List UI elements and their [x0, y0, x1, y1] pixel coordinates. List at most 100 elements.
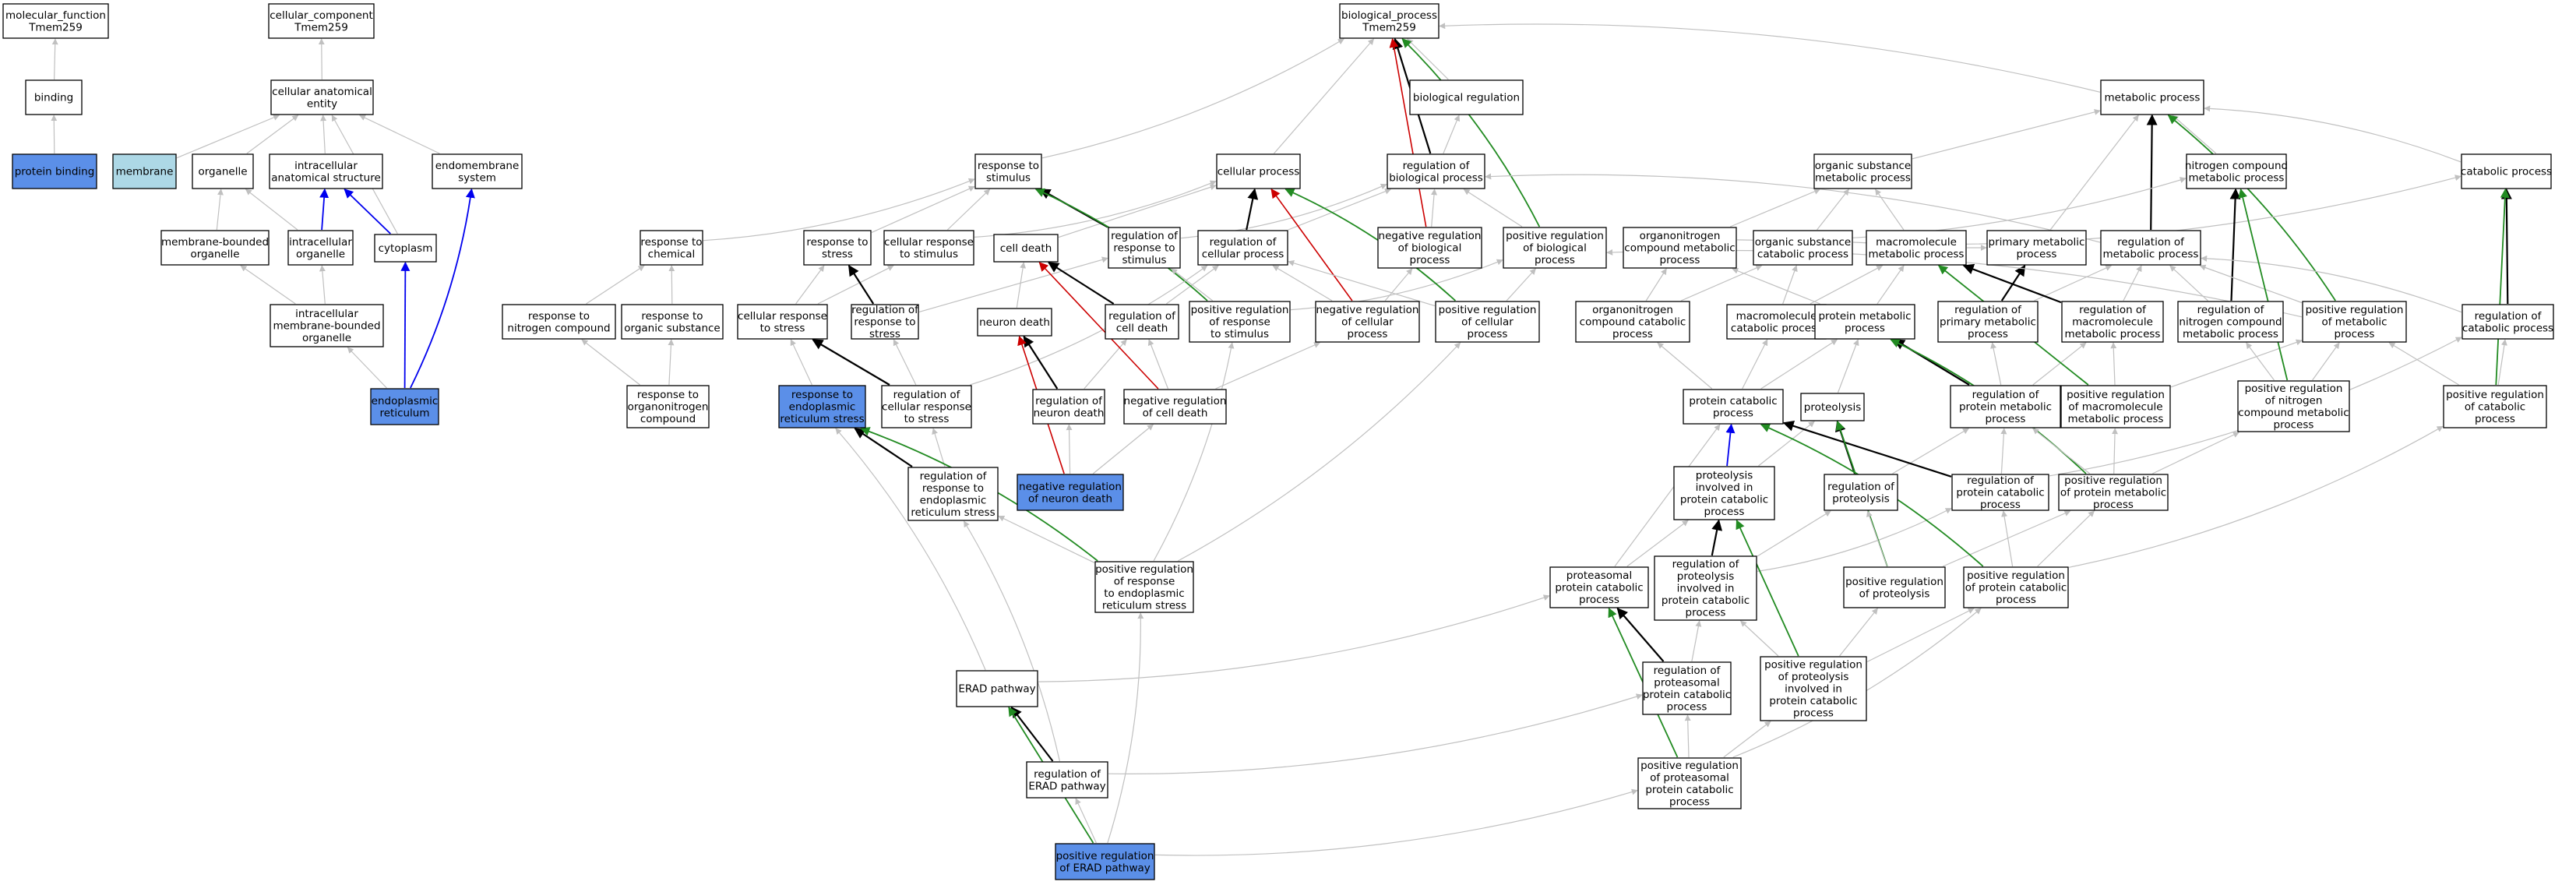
node-box[interactable]: [2302, 301, 2407, 343]
node-box[interactable]: [1814, 304, 1915, 340]
go-term-node-protein-binding[interactable]: protein binding: [12, 153, 97, 189]
node-box[interactable]: [432, 153, 523, 189]
node-box[interactable]: [1017, 474, 1124, 511]
node-box[interactable]: [1094, 561, 1194, 613]
node-box[interactable]: [1435, 301, 1540, 343]
node-box[interactable]: [977, 308, 1052, 337]
node-box[interactable]: [778, 385, 866, 428]
node-box[interactable]: [1549, 566, 1649, 608]
node-box[interactable]: [1387, 153, 1485, 189]
node-box[interactable]: [907, 467, 999, 521]
node-box[interactable]: [626, 385, 710, 428]
go-term-node-catabolic[interactable]: catabolic process: [2461, 153, 2552, 189]
node-box[interactable]: [1055, 843, 1155, 880]
node-box[interactable]: [1409, 79, 1524, 115]
node-box[interactable]: [1377, 227, 1482, 269]
node-box[interactable]: [2100, 230, 2201, 266]
node-box[interactable]: [112, 153, 177, 189]
node-box[interactable]: [1937, 301, 2039, 343]
node-box[interactable]: [1189, 301, 1291, 343]
node-box[interactable]: [1726, 304, 1827, 340]
go-term-node-metabolic[interactable]: metabolic process: [2100, 79, 2204, 115]
node-box[interactable]: [12, 153, 97, 189]
node-box[interactable]: [192, 153, 254, 189]
node-box[interactable]: [621, 304, 724, 340]
node-box[interactable]: [993, 234, 1059, 263]
node-box[interactable]: [2443, 385, 2547, 428]
node-box[interactable]: [1753, 230, 1853, 266]
node-box[interactable]: [1683, 389, 1784, 425]
node-box[interactable]: [2177, 301, 2284, 343]
node-box[interactable]: [1800, 393, 1865, 421]
node-box[interactable]: [956, 670, 1038, 707]
go-term-node-erad[interactable]: ERAD pathway: [956, 670, 1038, 707]
node-box[interactable]: [1026, 761, 1108, 799]
node-box[interactable]: [1216, 153, 1301, 189]
go-term-node-cytoplasm[interactable]: cytoplasm: [374, 234, 437, 263]
node-box[interactable]: [1813, 153, 1912, 189]
node-box[interactable]: [1108, 227, 1181, 269]
node-box[interactable]: [1197, 230, 1288, 266]
node-box[interactable]: [2461, 304, 2554, 340]
node-box[interactable]: [974, 153, 1042, 189]
node-box[interactable]: [268, 3, 375, 39]
node-box[interactable]: [270, 79, 374, 115]
node-box[interactable]: [1760, 656, 1867, 721]
node-box[interactable]: [1951, 474, 2049, 511]
node-box[interactable]: [1673, 466, 1775, 520]
node-box[interactable]: [1575, 301, 1690, 343]
node-box[interactable]: [2, 3, 109, 39]
node-box[interactable]: [370, 388, 439, 425]
node-box[interactable]: [1503, 227, 1607, 269]
node-box[interactable]: [737, 304, 828, 340]
node-box[interactable]: [1105, 304, 1179, 340]
go-term-node-membrane[interactable]: membrane: [112, 153, 177, 189]
node-box[interactable]: [883, 230, 974, 266]
node-box[interactable]: [2186, 153, 2287, 189]
node-box[interactable]: [1654, 555, 1757, 621]
node-box[interactable]: [640, 230, 703, 266]
node-box[interactable]: [881, 385, 972, 428]
node-box[interactable]: [1866, 230, 1967, 266]
